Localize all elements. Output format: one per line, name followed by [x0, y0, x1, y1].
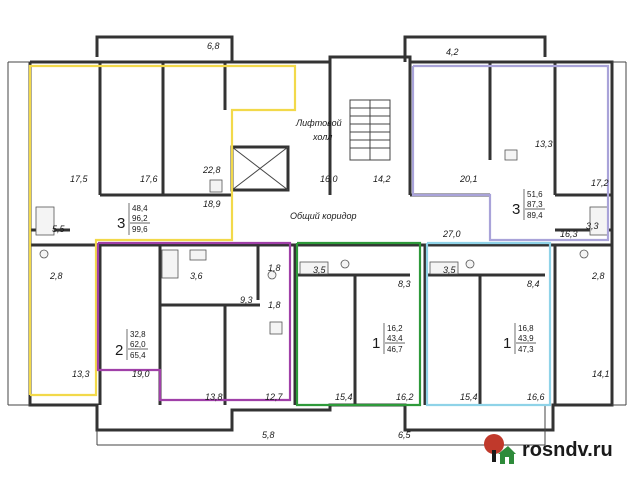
watermark-text: rosndv.ru	[522, 438, 613, 461]
apartment-living-area: 51,6	[527, 190, 543, 199]
apartment-living-area: 16,2	[387, 324, 403, 333]
label-1-8a: 1,8	[268, 263, 281, 273]
label-15-4b: 15,4	[460, 392, 478, 402]
label-19-0: 19,0	[132, 369, 150, 379]
apartment-rooms: 2	[115, 342, 123, 359]
apartment-summary-2: 2 32,8 62,0 65,4	[115, 329, 148, 360]
label-13-8: 13,8	[205, 392, 223, 402]
label-2-8b: 2,8	[591, 271, 605, 281]
label-5-5: 5,5	[52, 224, 66, 234]
apartment-living-area: 16,8	[518, 324, 534, 333]
label-balcony-bottom-left: 5,8	[262, 430, 275, 440]
label-15-4a: 15,4	[335, 392, 353, 402]
label-3-3: 3,3	[586, 221, 599, 231]
label-20-1: 20,1	[459, 174, 478, 184]
apartment-total-with-balcony: 46,7	[387, 345, 403, 354]
outline-apartment-1b	[425, 241, 552, 407]
label-8-4: 8,4	[527, 279, 540, 289]
label-22-8: 22,8	[202, 165, 221, 175]
outline-apartment-1a	[295, 241, 422, 407]
label-balcony-bottom-mid: 6,5	[398, 430, 412, 440]
label-17-2: 17,2	[591, 178, 609, 188]
label-14-1: 14,1	[592, 369, 610, 379]
apartment-summary-right-3: 3 51,6 87,3 89,4	[512, 189, 545, 220]
room-labels: 6,8 4,2 Лифтовой холл Общий коридор 17,5…	[49, 41, 610, 440]
apartment-summary-1a: 1 16,2 43,4 46,7	[372, 323, 405, 354]
apartment-total-area: 62,0	[130, 340, 146, 349]
outline-apartment-3-right	[411, 64, 610, 242]
apartment-total-area: 43,9	[518, 334, 534, 343]
label-1-8b: 1,8	[268, 300, 281, 310]
apartment-outlines	[28, 64, 610, 407]
outer-walls	[7, 35, 627, 446]
label-14-2: 14,2	[373, 174, 391, 184]
apartment-rooms: 3	[117, 215, 125, 232]
label-3-5b: 3,5	[443, 265, 457, 275]
watermark: rosndv.ru	[480, 432, 613, 468]
label-3-5a: 3,5	[313, 265, 327, 275]
apartment-total-with-balcony: 47,3	[518, 345, 534, 354]
house-tree-icon	[484, 434, 516, 464]
label-balcony-top-left: 6,8	[207, 41, 220, 51]
apartment-total-area: 43,4	[387, 334, 403, 343]
apartment-summary-1b: 1 16,8 43,9 47,3	[503, 323, 536, 354]
apartment-total-with-balcony: 99,6	[132, 225, 148, 234]
label-17-6: 17,6	[140, 174, 158, 184]
label-2-8a: 2,8	[49, 271, 63, 281]
inner-walls	[30, 62, 612, 405]
outline-apartment-3-left	[28, 64, 297, 397]
label-corridor: Общий коридор	[290, 211, 357, 221]
apartment-rooms: 1	[503, 335, 511, 352]
label-13-3b: 13,3	[72, 369, 90, 379]
label-12-7: 12,7	[265, 392, 284, 402]
label-lift-hall-2: холл	[312, 132, 332, 142]
apartment-rooms: 3	[512, 201, 520, 218]
label-balcony-top-right: 4,2	[446, 47, 459, 57]
label-lift-hall-1: Лифтовой	[295, 118, 342, 128]
label-8-3: 8,3	[398, 279, 411, 289]
apartment-total-area: 87,3	[527, 200, 543, 209]
label-3-6: 3,6	[190, 271, 203, 281]
apartment-living-area: 32,8	[130, 330, 146, 339]
fixtures	[35, 149, 609, 335]
apartment-summary-left-3: 3 48,4 96,2 99,6	[117, 203, 150, 235]
label-18-9: 18,9	[203, 199, 221, 209]
apartment-rooms: 1	[372, 335, 380, 352]
label-27-0: 27,0	[442, 229, 461, 239]
outline-apartment-2	[96, 241, 292, 402]
label-16-0: 16,0	[320, 174, 338, 184]
label-9-3: 9,3	[240, 295, 253, 305]
apartment-total-with-balcony: 65,4	[130, 351, 146, 360]
label-16-3: 16,3	[560, 229, 578, 239]
label-13-3a: 13,3	[535, 139, 553, 149]
apartment-living-area: 48,4	[132, 204, 148, 213]
label-16-2: 16,2	[396, 392, 414, 402]
label-16-6: 16,6	[527, 392, 545, 402]
apartment-total-area: 96,2	[132, 214, 148, 223]
label-17-5: 17,5	[70, 174, 89, 184]
apartment-total-with-balcony: 89,4	[527, 211, 543, 220]
